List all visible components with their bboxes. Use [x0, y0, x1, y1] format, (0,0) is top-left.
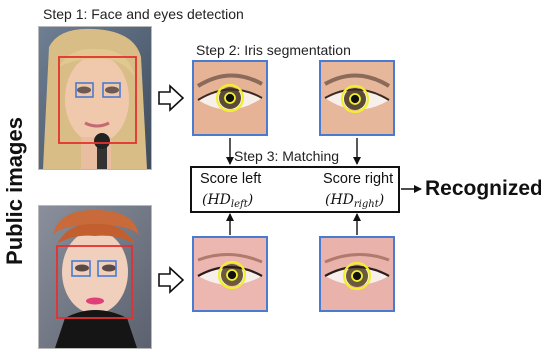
recognized-label: Recognized — [425, 177, 541, 200]
face-detection-box — [56, 245, 133, 319]
hd-left: (HDleft) — [202, 192, 254, 210]
score-right-label: Score right — [323, 171, 394, 187]
iris-outer-circle — [342, 261, 372, 291]
pupil-circle — [226, 269, 238, 281]
iris-outer-circle — [340, 84, 370, 114]
iris-segmentation-top-left — [192, 60, 268, 136]
step3-label: Step 3: Matching — [234, 148, 340, 164]
pupil-circle — [351, 270, 363, 282]
face-detection-box — [58, 56, 137, 144]
face-photo-1 — [38, 26, 152, 170]
iris-segmentation-bottom-left — [192, 236, 268, 312]
hollow-arrow-top — [158, 84, 185, 112]
matching-box: Score left (HDleft) Score right (HDright… — [190, 166, 400, 213]
eye-detection-box — [97, 260, 117, 277]
iris-segmentation-top-right — [319, 60, 395, 136]
iris-outer-circle — [217, 260, 247, 290]
hollow-arrow-bottom — [158, 266, 185, 294]
score-left-label: Score left — [200, 171, 262, 187]
pupil-circle — [224, 92, 236, 104]
iris-outer-circle — [215, 83, 245, 113]
eye-detection-box — [71, 260, 91, 277]
eye-detection-box — [102, 82, 121, 98]
eye-detection-box — [75, 82, 94, 98]
iris-segmentation-bottom-right — [319, 236, 395, 312]
step1-label: Step 1: Face and eyes detection — [43, 6, 244, 22]
face-photo-2 — [38, 205, 152, 349]
pupil-circle — [349, 93, 361, 105]
step2-label: Step 2: Iris segmentation — [196, 42, 351, 58]
hd-right: (HDright) — [325, 192, 385, 210]
